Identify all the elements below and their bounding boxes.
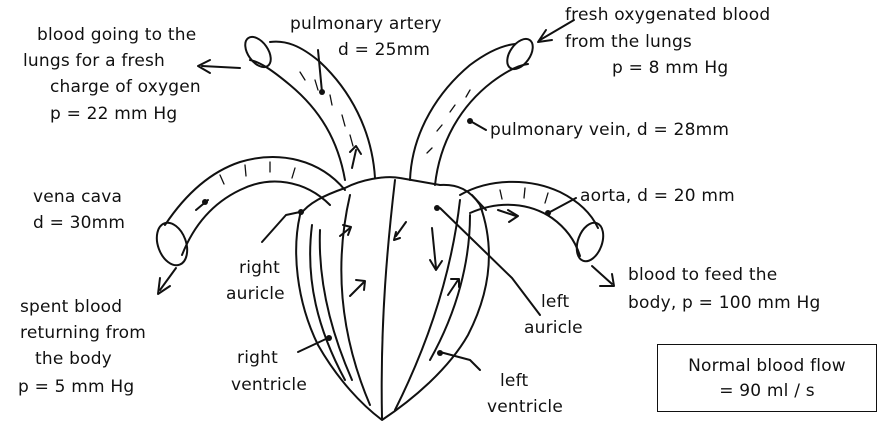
blood-flow-box: Normal blood flow = 90 ml / s (657, 344, 877, 412)
to-body-line-1: blood to feed the (628, 265, 777, 286)
to-lungs-line-4: p = 22 mm Hg (50, 104, 177, 125)
to-lungs-line-1: blood going to the (37, 25, 196, 46)
spent-blood-line-3: the body (35, 349, 112, 370)
vena-cava-tube (165, 157, 345, 225)
vena-cava-line-2: d = 30mm (33, 213, 125, 234)
right-auricle-line-2: auricle (226, 284, 285, 305)
to-body-line-2: body, p = 100 mm Hg (628, 293, 820, 314)
from-lungs-line-2: from the lungs (565, 32, 692, 53)
from-lungs-line-3: p = 8 mm Hg (612, 58, 728, 79)
to-lungs-line-2: lungs for a fresh (23, 51, 165, 72)
left-auricle-line-2: auricle (524, 318, 583, 339)
to-lungs-line-3: charge of oxygen (50, 77, 201, 98)
right-ventricle-line-2: ventricle (231, 375, 307, 396)
vena-cava-line-1: vena cava (33, 187, 122, 208)
right-ventricle-line-1: right (237, 348, 278, 369)
label-aorta: aorta, d = 20 mm (580, 186, 735, 207)
left-ventricle-line-1: left (500, 371, 528, 392)
pulmonary-artery-line-1: pulmonary artery (290, 14, 442, 35)
pulmonary-artery-line-2: d = 25mm (338, 40, 430, 61)
left-ventricle-line-2: ventricle (487, 397, 563, 418)
flow-box-line-2: = 90 ml / s (658, 381, 876, 402)
label-pulmonary-vein: pulmonary vein, d = 28mm (490, 120, 729, 141)
spent-blood-line-2: returning from (20, 323, 146, 344)
flow-box-line-1: Normal blood flow (658, 356, 876, 377)
right-auricle-line-1: right (239, 258, 280, 279)
pulmonary-artery-tube (250, 60, 345, 180)
left-auricle-line-1: left (541, 292, 569, 313)
from-lungs-line-1: fresh oxygenated blood (565, 5, 770, 26)
spent-blood-line-1: spent blood (20, 297, 122, 318)
spent-blood-line-4: p = 5 mm Hg (18, 377, 134, 398)
